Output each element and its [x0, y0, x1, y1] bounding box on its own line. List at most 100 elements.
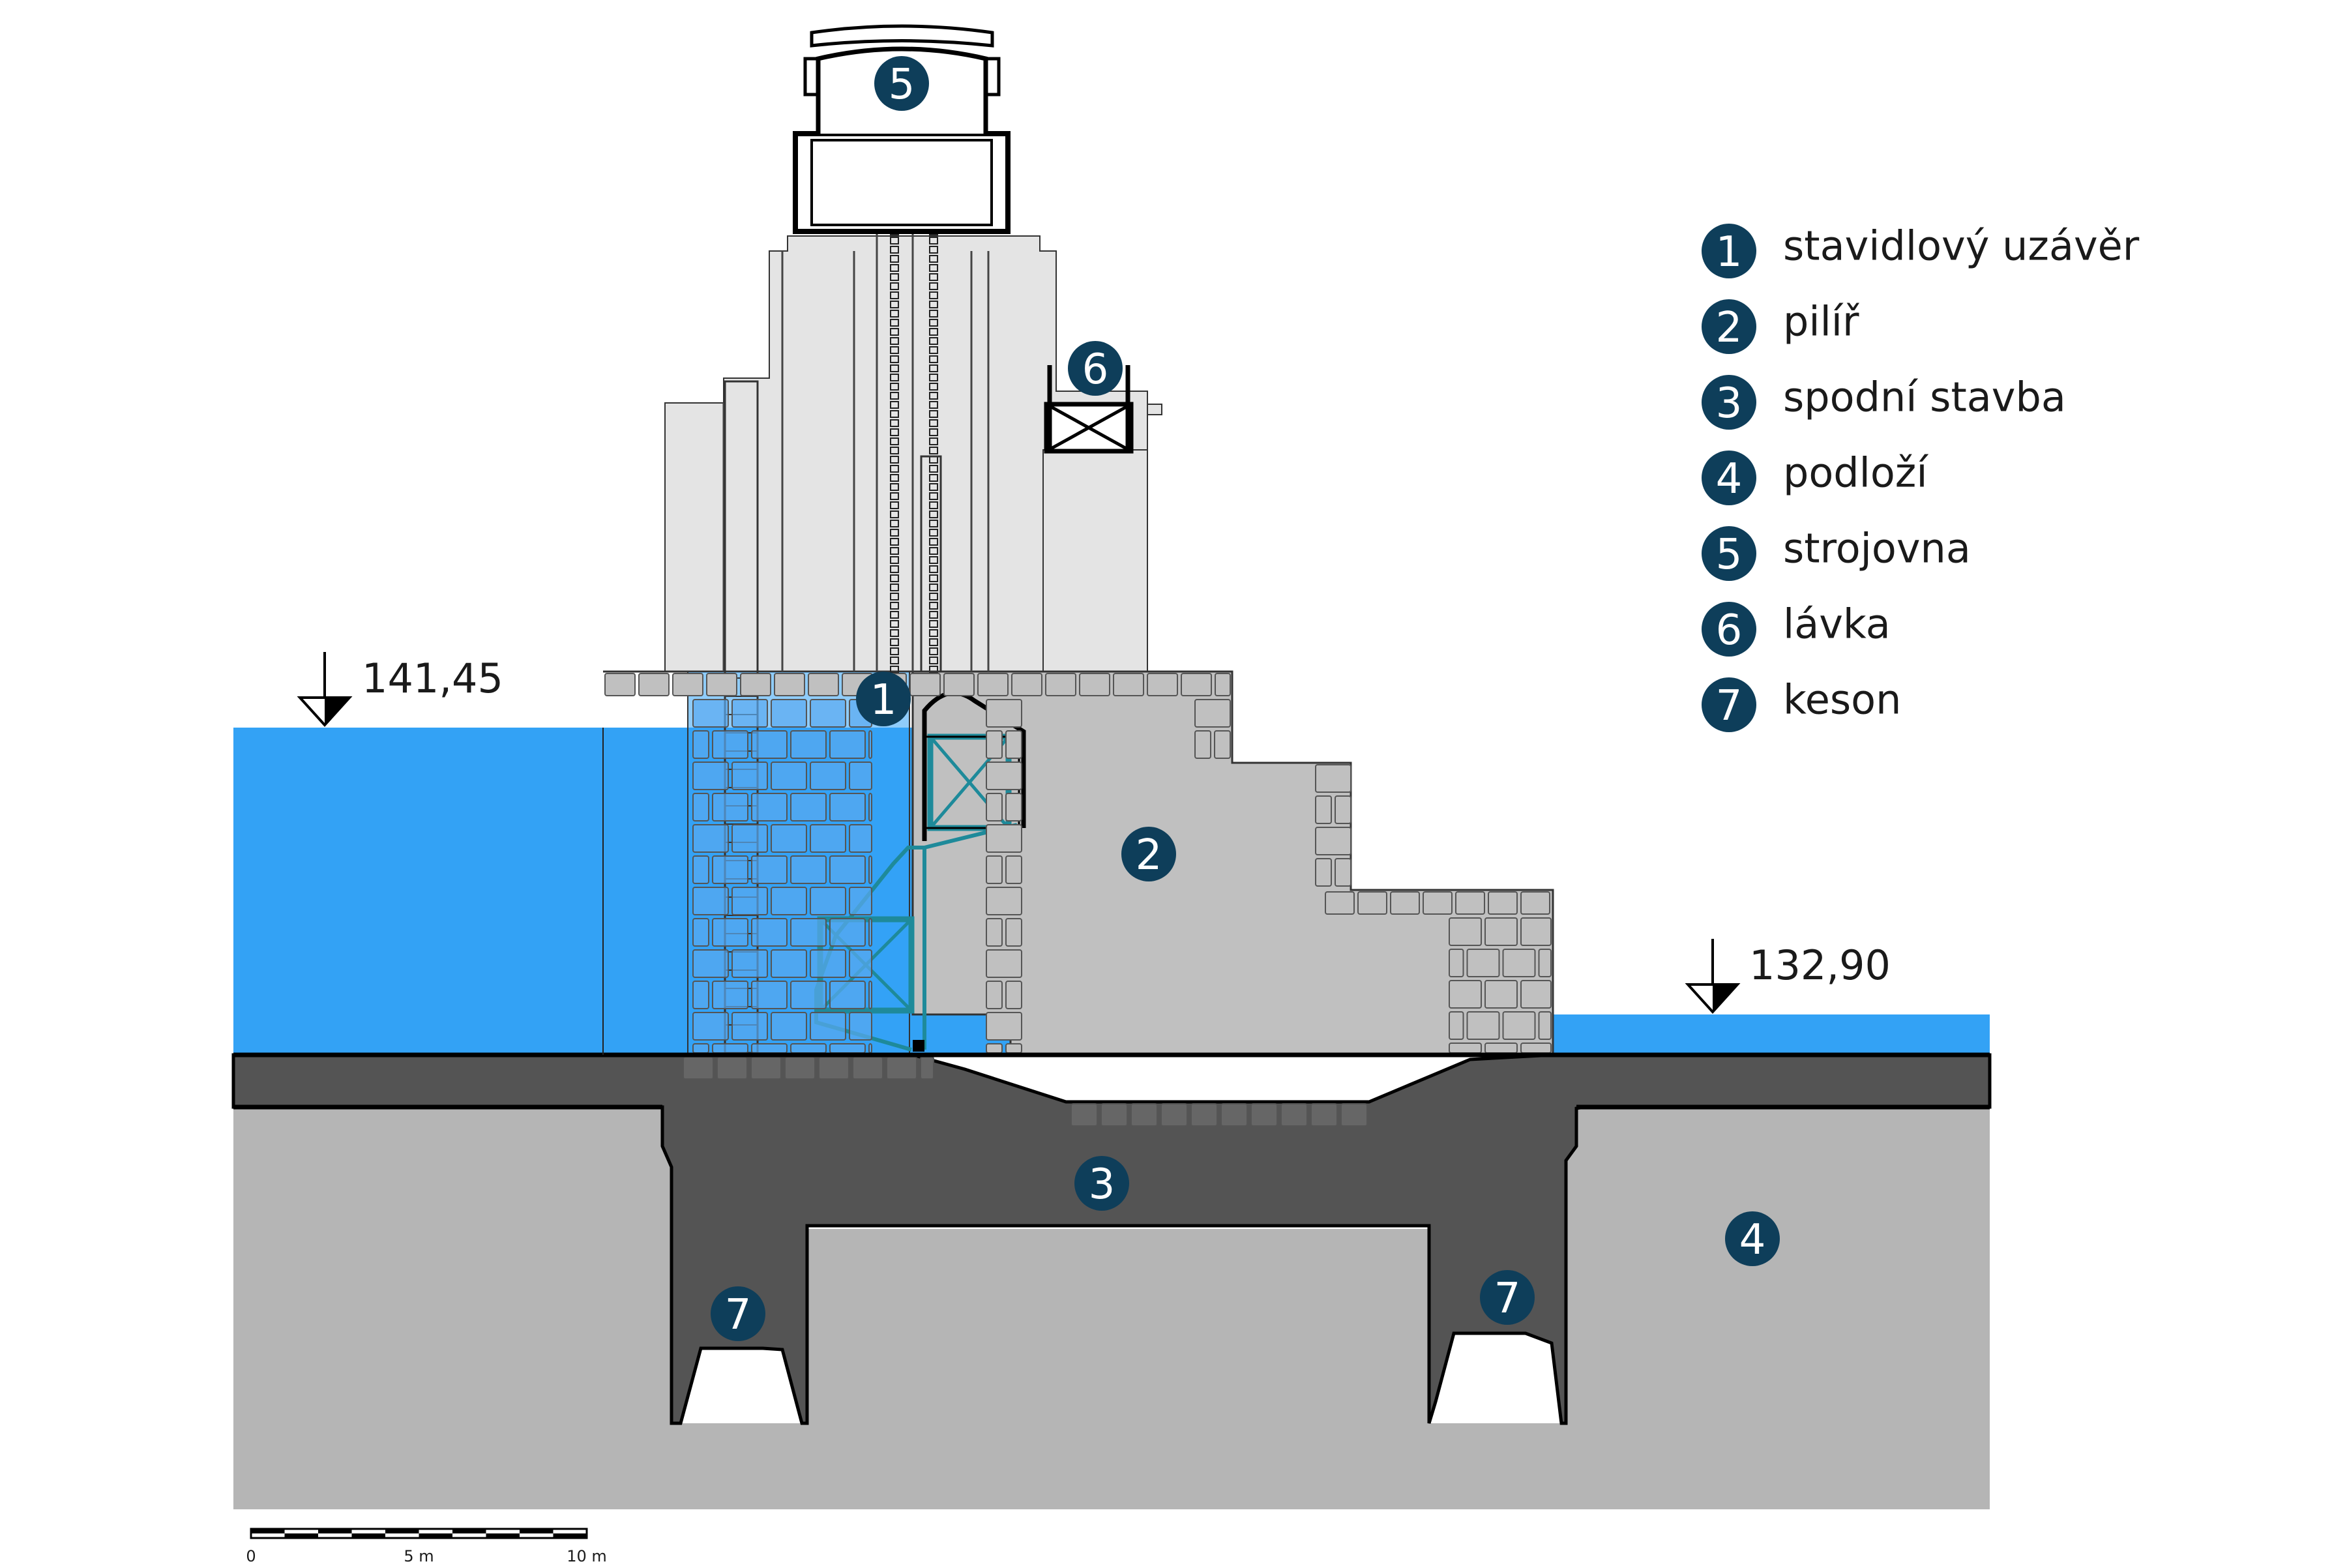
chain-link — [890, 383, 899, 391]
masonry-block — [986, 887, 1022, 915]
footbridge-brace — [1045, 402, 1132, 453]
chain-link — [929, 383, 938, 391]
chain-link — [929, 556, 938, 564]
masonry-block — [1520, 891, 1550, 915]
foundation-block — [852, 1056, 883, 1080]
chain-link — [929, 538, 938, 546]
chain-link — [929, 328, 938, 336]
masonry-block — [986, 855, 1003, 884]
masonry-block — [692, 918, 709, 947]
masonry-block — [731, 699, 768, 728]
chain-link — [890, 584, 899, 591]
masonry-block — [849, 1012, 872, 1041]
badge-caisson-left-number: 7 — [725, 1291, 752, 1339]
gate-spindle — [920, 455, 942, 673]
footbridge-bracket — [1147, 404, 1162, 415]
tower-structure — [664, 235, 1148, 672]
masonry-block — [771, 1012, 807, 1041]
chain-link — [929, 620, 938, 628]
masonry-block — [986, 730, 1003, 759]
badge-machine-room-number: 5 — [889, 61, 915, 109]
chain-link — [890, 337, 899, 345]
masonry-block — [731, 762, 768, 790]
chain-link — [890, 346, 899, 354]
masonry-block — [986, 699, 1022, 728]
masonry-block — [1520, 917, 1552, 946]
chain-link — [929, 483, 938, 491]
badge-gate-circle — [856, 672, 911, 726]
masonry-block — [849, 887, 872, 915]
coping-block — [740, 673, 771, 696]
masonry-block — [986, 949, 1022, 978]
legend-badge — [1702, 299, 1756, 354]
subsoil-ground — [233, 1101, 1990, 1509]
masonry-block — [1315, 764, 1351, 793]
masonry-block — [1449, 1043, 1482, 1054]
coping-block — [604, 673, 636, 696]
masonry-block — [1466, 1011, 1500, 1040]
badge-caisson-right-number: 7 — [1494, 1275, 1521, 1323]
scale-segment — [419, 1533, 452, 1538]
masonry-block — [1538, 949, 1552, 977]
masonry-block — [986, 762, 1022, 790]
masonry-block — [829, 918, 866, 947]
scale-segment — [553, 1533, 587, 1538]
coping-block — [909, 673, 941, 696]
machine-room-cap — [810, 24, 994, 48]
foundation-block — [1070, 1103, 1098, 1127]
chain-link — [890, 483, 899, 491]
chain-link — [890, 520, 899, 527]
chain-link — [890, 647, 899, 655]
chain-link — [929, 264, 938, 272]
masonry-block — [790, 981, 827, 1009]
masonry-block — [986, 824, 1022, 853]
machine-room — [722, 24, 1162, 1054]
chain-link — [929, 474, 938, 482]
chain-link — [890, 447, 899, 454]
chain-link — [890, 620, 899, 628]
chain-link — [929, 355, 938, 363]
chain-link — [890, 392, 899, 400]
masonry-block — [829, 793, 866, 821]
masonry-block — [810, 699, 846, 728]
scale-segment — [385, 1529, 419, 1533]
chain-link — [929, 647, 938, 655]
legend-number: 2 — [1716, 304, 1743, 352]
coping-block — [1011, 673, 1042, 696]
masonry-block — [1488, 891, 1518, 915]
chain-link — [929, 346, 938, 354]
chain-link — [890, 310, 899, 318]
masonry-block — [1449, 980, 1482, 1009]
chain-link — [890, 264, 899, 272]
chain-link — [929, 392, 938, 400]
masonry-block — [810, 1012, 846, 1041]
legend-label: lávka — [1783, 600, 1891, 648]
masonry-block — [1325, 891, 1355, 915]
foundation-block — [818, 1056, 849, 1080]
coping-block — [1113, 673, 1144, 696]
tower-ledge — [1042, 449, 1148, 672]
masonry-block — [1005, 793, 1022, 821]
chain-link — [929, 465, 938, 473]
chain-link — [890, 255, 899, 263]
foundation-block — [1250, 1103, 1278, 1127]
badge-pier-circle — [1121, 827, 1176, 881]
chain-link — [929, 246, 938, 254]
masonry-block — [810, 762, 846, 790]
badge-footbridge-circle — [1068, 341, 1123, 396]
chain-link — [929, 602, 938, 610]
chain-link — [890, 273, 899, 281]
badge-caisson-right-circle — [1480, 1270, 1535, 1325]
chain-link — [929, 565, 938, 573]
masonry-block — [1194, 730, 1211, 759]
foundation-block — [1100, 1103, 1128, 1127]
chain-link — [890, 474, 899, 482]
chain-link — [929, 629, 938, 637]
legend-label: strojovna — [1783, 525, 1971, 572]
masonry-block — [692, 949, 729, 978]
chain-link — [929, 319, 938, 327]
